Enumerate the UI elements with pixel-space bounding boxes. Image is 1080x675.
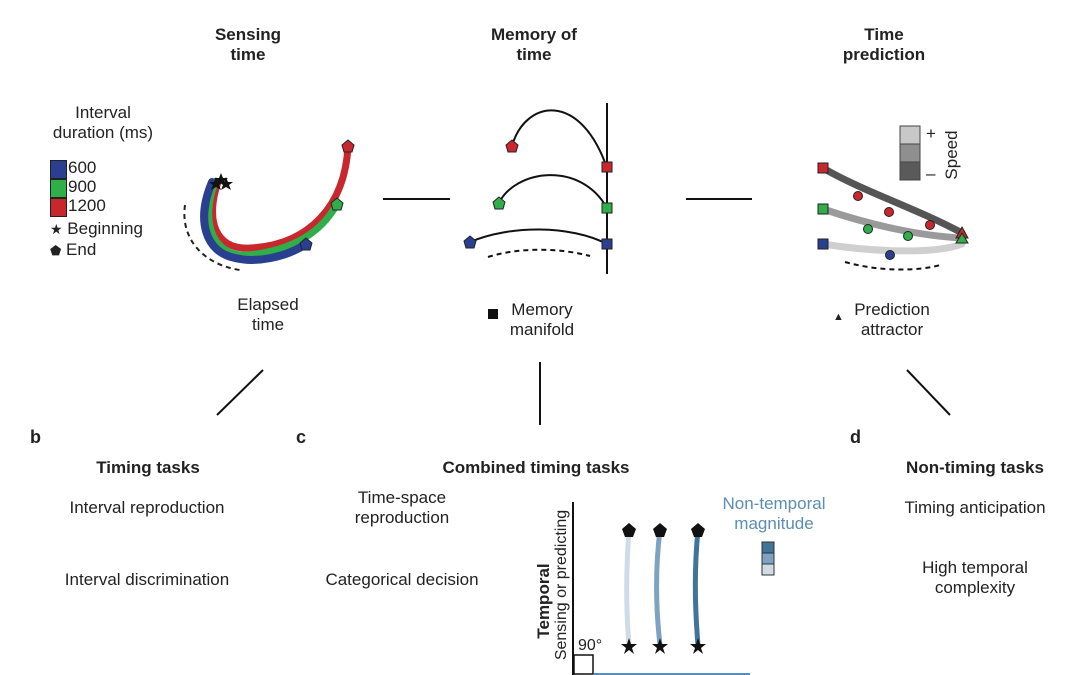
combined-task-categorical: Categorical decision: [325, 570, 479, 589]
sensing-title-line2: time: [230, 45, 266, 64]
temporal-axis-label: Temporal: [534, 563, 553, 639]
panel-d-letter: d: [850, 427, 861, 447]
angle-label: 90°: [578, 637, 603, 654]
speed-box-3: [899, 161, 921, 181]
complexity-line2: complexity: [934, 578, 1016, 597]
sensing-trajectories: [183, 139, 355, 271]
non-timing-task-complexity: High temporal complexity: [922, 558, 1028, 598]
sensing-dashed-arc: [183, 204, 241, 271]
panel-b-letter: b: [30, 427, 41, 447]
memory-caption-line2: manifold: [509, 320, 575, 339]
beginning-star-markers: [209, 173, 233, 190]
prediction-path-1200: [819, 164, 966, 237]
prediction-title: Time prediction: [843, 25, 925, 65]
memory-trajectories: [463, 103, 613, 274]
memory-title: Memory of time: [491, 25, 577, 65]
prediction-dots: [853, 191, 935, 260]
end-marker-600: [299, 237, 313, 251]
memory-square-600: [601, 238, 613, 250]
time-space-line1: Time-space: [357, 488, 447, 507]
trajectory-600: [200, 178, 310, 264]
sensing-title: Sensing time: [215, 25, 281, 65]
end-marker-1200: [341, 139, 355, 153]
memory-arc-1200: [511, 109, 608, 169]
complexity-line1: High temporal: [922, 558, 1028, 577]
legend-label-1200: 1200: [68, 196, 106, 215]
elapsed-time-caption: Elapsed time: [237, 295, 298, 335]
panel-connectors: [216, 362, 951, 425]
prediction-title-line2: prediction: [842, 45, 926, 64]
nontemporal-legend-1: [761, 541, 775, 554]
nontemporal-trace-3: [692, 527, 701, 648]
end-label: End: [66, 240, 97, 259]
prediction-attractor-caption: Prediction attractor: [854, 300, 930, 340]
speed-box-1: [899, 125, 921, 145]
nontemporal-line1: Non-temporal: [722, 494, 826, 513]
beginning-legend: ★ Beginning: [50, 219, 143, 239]
nontemporal-legend-2: [761, 552, 775, 565]
legend-swatch-1200: [50, 198, 67, 217]
time-space-line2: reproduction: [354, 508, 450, 527]
memory-start-1200: [505, 139, 519, 153]
legend-swatch-900: [50, 179, 67, 198]
speed-label: Speed: [942, 130, 961, 180]
prediction-path-600: [819, 240, 966, 255]
timing-task-interval-discrimination: Interval discrimination: [64, 570, 230, 589]
non-timing-task-anticipation: Timing anticipation: [904, 498, 1046, 517]
pentagon-icon: ⬟: [50, 243, 62, 258]
combined-task-time-space: Time-space reproduction: [355, 488, 450, 528]
memory-square-icon: [488, 309, 498, 319]
elapsed-caption-line2: time: [251, 315, 285, 334]
right-angle-box: [573, 654, 594, 675]
speed-minus: –: [926, 164, 936, 183]
nontemporal-trace-2: [654, 527, 663, 648]
memory-title-line1: Memory of: [491, 25, 577, 44]
timing-task-interval-reproduction: Interval reproduction: [69, 498, 225, 517]
non-timing-tasks-title: Non-timing tasks: [906, 458, 1044, 477]
panel-c-letter: c: [296, 427, 307, 447]
memory-manifold-caption: Memory manifold: [510, 300, 574, 340]
memory-arc-600: [469, 228, 608, 245]
sensing-predicting-axis-label: Sensing or predicting: [553, 509, 570, 661]
memory-dashed-arc: [487, 248, 591, 258]
trajectory-900: [205, 178, 341, 259]
memory-title-line2: time: [516, 45, 552, 64]
memory-square-900: [601, 202, 613, 214]
memory-square-1200: [601, 161, 613, 173]
prediction-caption-line2: attractor: [860, 320, 924, 339]
prediction-dashed-arc: [844, 261, 941, 271]
nontemporal-legend-3: [761, 563, 775, 576]
nontemporal-magnitude-label: Non-temporal magnitude: [723, 494, 826, 534]
legend-label-900: 900: [68, 177, 97, 196]
memory-start-600: [463, 235, 477, 249]
end-marker-900: [330, 197, 344, 211]
nontemporal-trace-1: [624, 527, 632, 648]
end-legend: ⬟ End: [50, 240, 96, 261]
memory-arc-900: [498, 174, 608, 209]
combined-tasks-title: Combined timing tasks: [442, 458, 630, 477]
legend-label-600: 600: [68, 158, 97, 177]
trajectory-1200: [209, 142, 352, 252]
beginning-label: Beginning: [67, 219, 143, 238]
legend-title: Interval duration (ms): [53, 103, 153, 143]
nontemporal-line2: magnitude: [734, 514, 814, 533]
legend-swatch-600: [50, 160, 67, 179]
prediction-path-900: [819, 205, 966, 242]
speed-box-2: [899, 143, 921, 163]
memory-caption-line1: Memory: [511, 300, 573, 319]
sensing-title-line1: Sensing: [214, 25, 282, 44]
prediction-trajectories: [817, 125, 969, 271]
combined-tasks-chart: [572, 502, 775, 675]
legend-title-line1: Interval: [75, 103, 131, 122]
prediction-caption-line1: Prediction: [854, 300, 930, 319]
speed-plus: +: [926, 124, 936, 143]
star-icon: ★: [50, 221, 63, 237]
timing-tasks-title: Timing tasks: [96, 458, 200, 477]
legend-title-line2: duration (ms): [52, 123, 154, 142]
elapsed-caption-line1: Elapsed: [237, 295, 299, 314]
memory-start-900: [492, 196, 506, 210]
triangle-icon: ▲: [833, 311, 844, 323]
prediction-title-line1: Time: [864, 25, 904, 44]
